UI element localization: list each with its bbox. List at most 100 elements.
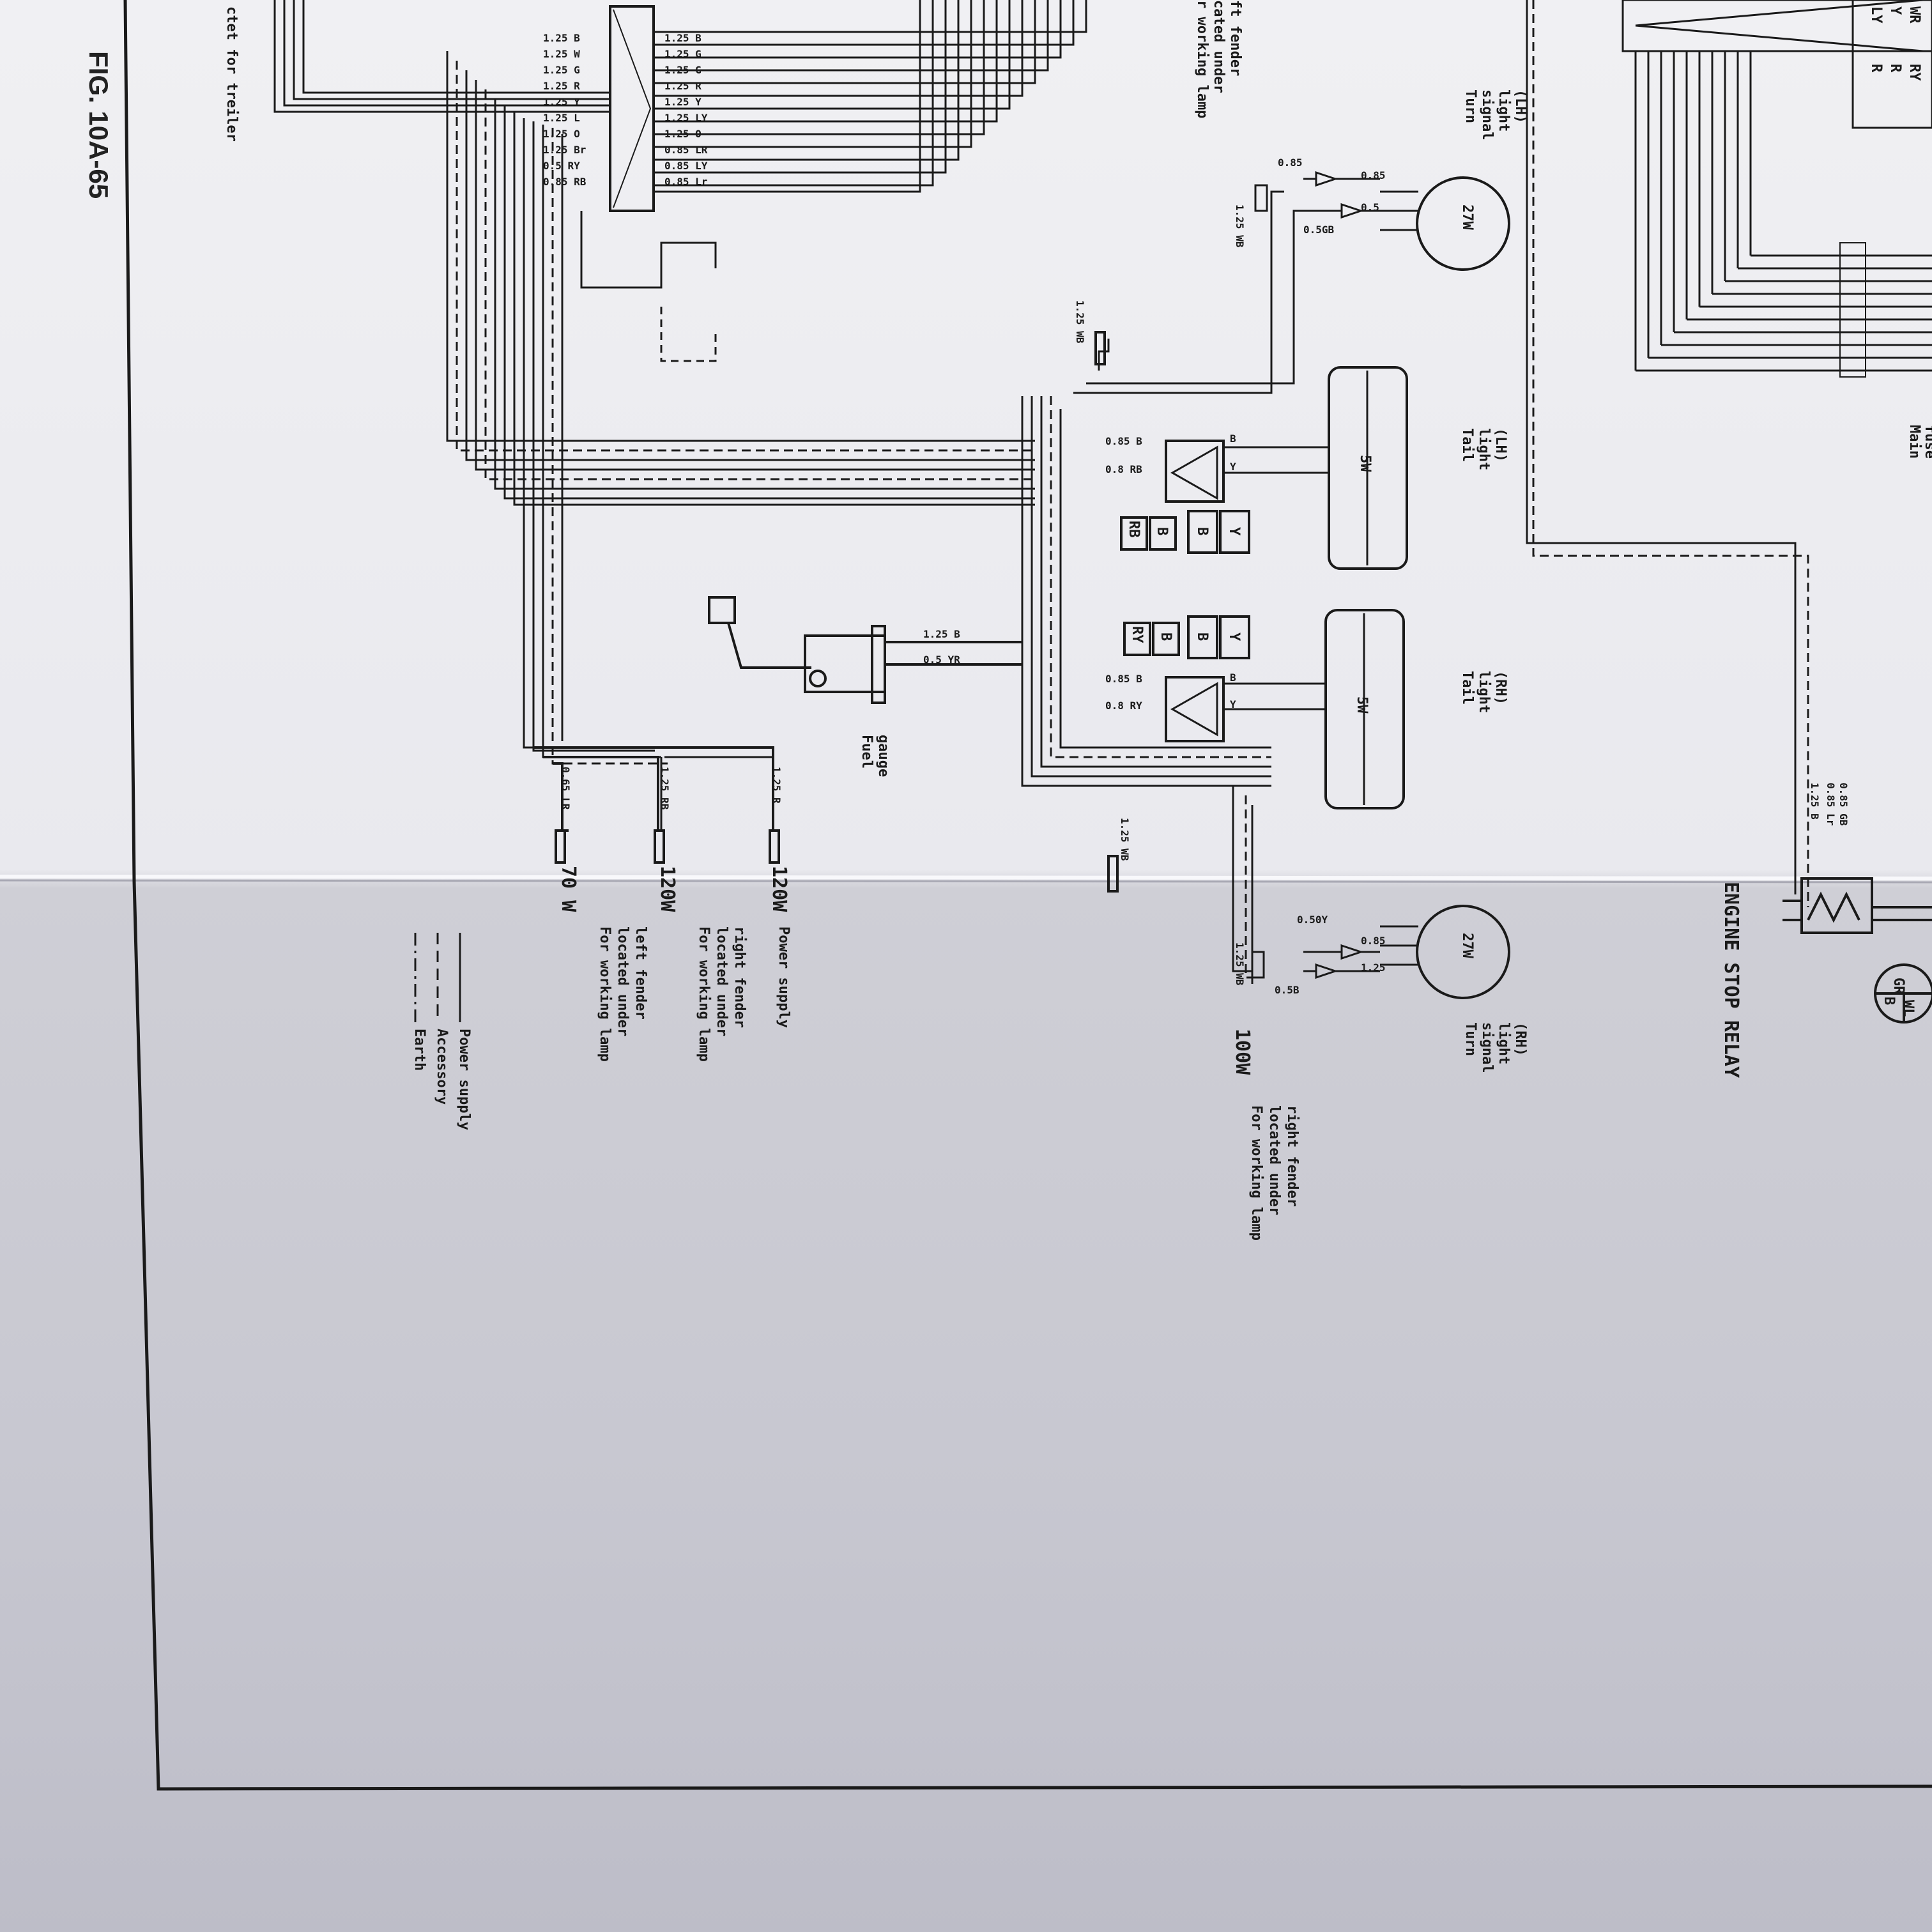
fuse-box-top-label: RY (1906, 64, 1922, 81)
power-terminal-wire-line: 0.65 LR (560, 767, 572, 810)
engine-stop-relay (1782, 877, 1932, 1023)
tail-rh-w2: 0.8 RY (1105, 700, 1142, 712)
connector-wire-label-left: 0.85 RB (543, 176, 586, 188)
fuse-box-top-label: WR (1906, 6, 1922, 24)
turn-lh-w5: 1.25 WB (1234, 204, 1246, 248)
connector-wire-label-right: 1.25 R (664, 80, 702, 92)
legend-earth-line: Earth (411, 1029, 427, 1071)
figure-label: FIG. 10A-65 (84, 51, 114, 199)
turn-rh-label-line: light (1496, 1022, 1512, 1064)
page-border (123, 0, 1932, 1791)
tail-lh-c1-line: RB (1126, 521, 1142, 538)
turn-rh-label-line: (RH) (1512, 1022, 1528, 1056)
legend-earth: Earth (411, 1029, 427, 1071)
power-terminal-wire: 0.65 LR (560, 767, 572, 810)
esr-w3-line: 1.25 B (1809, 783, 1821, 820)
tail-lh-c3-line: B (1194, 527, 1210, 535)
esr-conn-3-line: WL (1900, 1000, 1916, 1017)
tail-lh-c4: Y (1226, 527, 1242, 536)
connector-wire-label-left: 1.25 W (543, 48, 580, 60)
fuse-box-top-label-line: LY (1868, 6, 1884, 24)
power-terminal-desc-line: For working lamp (597, 926, 613, 1062)
connector-wire-labels-left: 1.25 B1.25 W1.25 G1.25 R1.25 Y1.25 L1.25… (543, 32, 586, 188)
tail-rh-c2: B (1158, 632, 1174, 641)
turn-lh-w5-line: 1.25 WB (1234, 204, 1246, 248)
fuse-box-top-label-line: Y (1887, 6, 1903, 15)
connector-wire-label-left: 1.25 R (543, 80, 580, 92)
turn-lh-watt: 27W (1459, 204, 1475, 230)
fuel-w2: 0.5 YR (923, 654, 960, 666)
tail-rh-c3-line: B (1194, 632, 1210, 641)
connector-wire-label-right: 0.85 LR (664, 144, 708, 156)
main-fuse-box-label-line: Main (1906, 425, 1922, 459)
main-fuse-box (1621, 0, 1932, 378)
tail-rh-label-line: Tail (1459, 671, 1475, 705)
fuse-box-top-label: LY (1868, 6, 1884, 24)
right-working-lamp-watt-line: 100W (1231, 1029, 1254, 1075)
tail-rh-c1-line: RY (1129, 626, 1145, 643)
esr-w2: 0.85 Lr (1825, 783, 1837, 825)
fuse-box-top-label: R (1868, 64, 1884, 73)
esr-conn-2: B (1881, 997, 1897, 1005)
fuel-gauge-label-line: Fuel (859, 735, 875, 769)
legend (414, 933, 461, 1022)
connector-wire-label-left: 1.25 Br (543, 144, 586, 156)
tail-rh-watt: 5W (1354, 696, 1370, 714)
fuse-box-top-label: R (1887, 64, 1903, 73)
power-terminal-watt: 120W (768, 866, 790, 912)
tail-rh-c4: Y (1226, 632, 1242, 641)
wb-top-line: 1.25 WB (1074, 300, 1086, 344)
tail-lh-y: Y (1230, 461, 1236, 473)
power-terminal-desc-line: Power supply (776, 926, 792, 1028)
connector-wire-label-left: 1.25 G (543, 64, 580, 76)
turn-signal-rh (1251, 905, 1510, 999)
turn-rh-watt-line: 27W (1459, 933, 1475, 958)
tail-rh-y: Y (1230, 698, 1236, 710)
turn-rh-w4: 0.5B (1275, 984, 1300, 996)
connector-wire-label-right: 0.85 LY (664, 160, 708, 172)
tail-plug-boxes (1120, 510, 1250, 659)
turn-lh-w1: 0.85 (1278, 157, 1303, 169)
right-working-lamp-desc-line: For working lamp (1248, 1105, 1264, 1241)
legend-power-supply-line: Power supply (456, 1029, 472, 1130)
tail-lh-watt-line: 5W (1357, 455, 1373, 472)
wb-bottom-line: 1.25 WB (1119, 818, 1131, 861)
legend-power-supply: Power supply (456, 1029, 472, 1130)
fuse-box-top-label-line: R (1868, 64, 1884, 73)
tail-rh-watt-line: 5W (1354, 696, 1370, 714)
power-terminal-desc-line: located under (615, 926, 631, 1036)
tail-lh-w1: 0.85 B (1105, 435, 1142, 447)
power-terminal-watt: 120W (656, 866, 678, 912)
engine-stop-relay-label: ENGINE STOP RELAY (1720, 882, 1742, 1078)
power-terminal-watt-line: 70 W (557, 866, 579, 912)
esr-conn-1: GR (1890, 977, 1906, 995)
tail-lh-label-line: (LH) (1492, 428, 1508, 462)
turn-lh-label-line: Turn (1462, 89, 1478, 123)
power-terminal-desc-line: For working lamp (696, 926, 712, 1062)
tail-light-rh (1165, 609, 1405, 809)
legend-accessory-line: Accessory (434, 1029, 450, 1105)
fuse-box-top-label-line: WR (1906, 6, 1922, 24)
esr-conn-3: WL (1900, 1000, 1916, 1017)
tail-lh-label-line: Tail (1459, 428, 1475, 462)
turn-lh-w2: 0.85 (1361, 169, 1386, 181)
power-terminal-wire: 1.25 RB (659, 767, 671, 810)
tail-rh-c1: RY (1129, 626, 1145, 643)
connector-wire-label-right: 1.25 Y (664, 96, 702, 108)
power-terminal-stubs (533, 331, 1119, 893)
tail-lh-label-line: light (1476, 428, 1492, 470)
power-terminal-watt-line: 120W (768, 866, 790, 912)
turn-rh-w1: 0.50Y (1297, 914, 1328, 926)
power-terminal-wire-line: 1.25 RB (659, 767, 671, 810)
tail-rh-w1: 0.85 B (1105, 673, 1142, 685)
esr-w2-line: 0.85 Lr (1825, 783, 1837, 825)
esr-conn-2-line: B (1881, 997, 1897, 1005)
